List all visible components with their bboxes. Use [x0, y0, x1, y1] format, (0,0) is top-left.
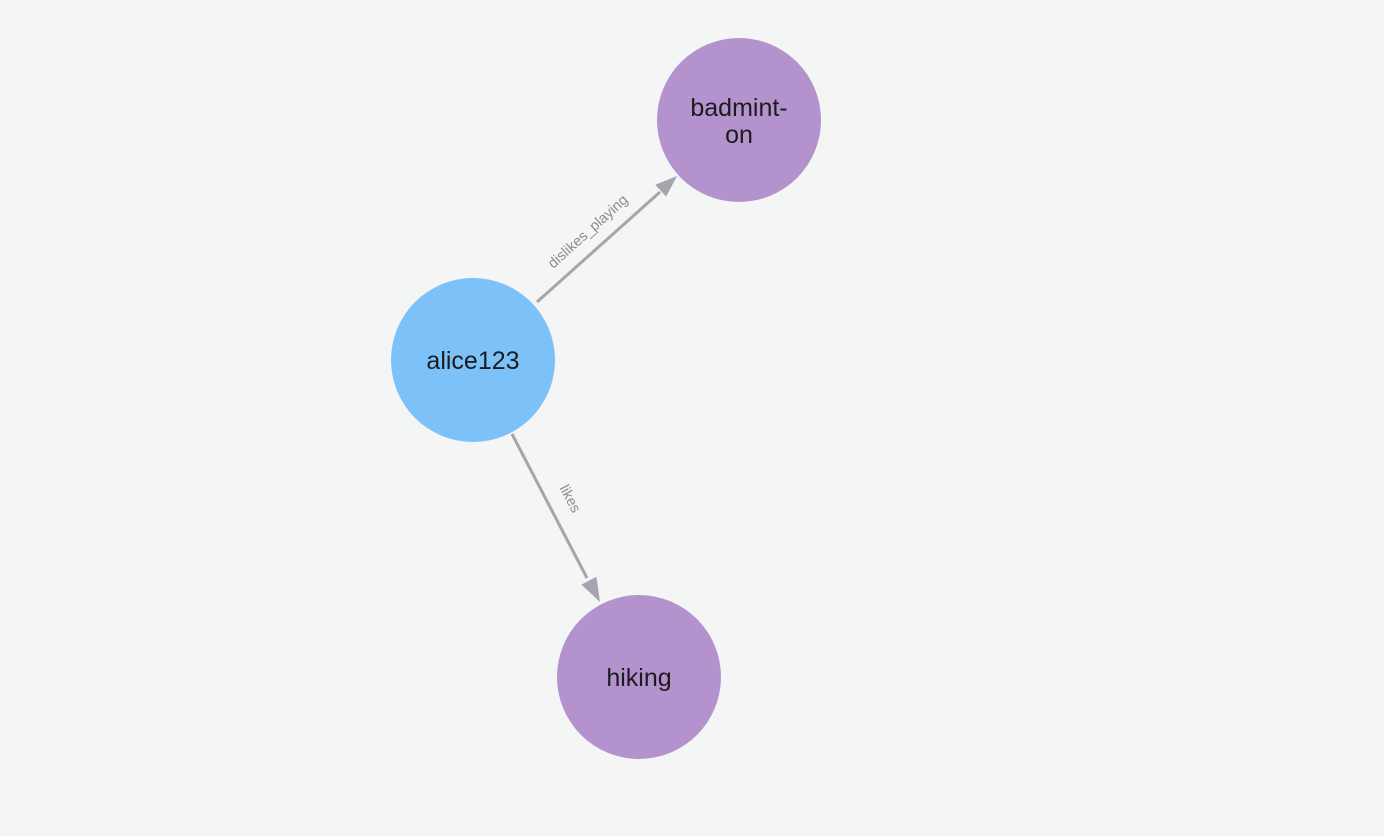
node-circle-hiking[interactable]	[557, 595, 721, 759]
node-label-alice123: alice123	[426, 347, 519, 375]
arrowhead-icon	[655, 176, 677, 197]
node-badminton[interactable]: badmint- on	[657, 38, 821, 202]
node-hiking[interactable]: hiking	[557, 595, 721, 759]
node-label-badminton-line2: on	[725, 121, 753, 149]
node-label-badminton-line1: badmint-	[690, 94, 787, 122]
arrowhead-icon	[581, 576, 600, 602]
edge-likes[interactable]: likes	[510, 433, 600, 602]
node-circle-badminton[interactable]	[657, 38, 821, 202]
node-alice123[interactable]: alice123	[391, 278, 555, 442]
node-circle-alice123[interactable]	[391, 278, 555, 442]
edge-line-dislikes-playing[interactable]	[536, 190, 661, 304]
node-label-hiking: hiking	[606, 664, 671, 692]
edge-line-likes[interactable]	[510, 433, 589, 579]
